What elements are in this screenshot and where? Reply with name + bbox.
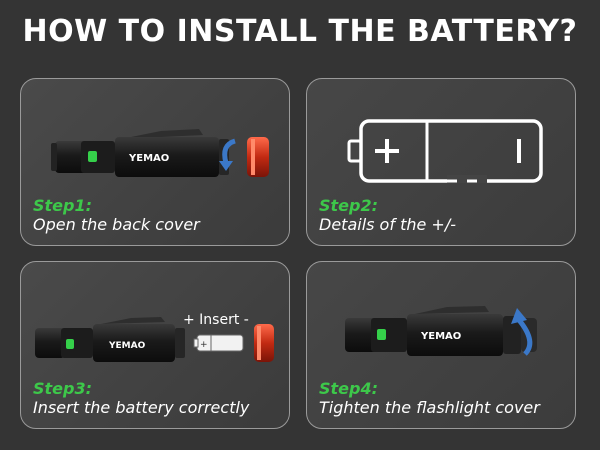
step-4-label: Step4: — [319, 379, 379, 398]
step-1-text: Open the back cover — [33, 215, 200, 234]
page-title: HOW TO INSTALL THE BATTERY? — [22, 14, 578, 49]
step-2-text: Details of the +/- — [319, 215, 456, 234]
brand-label: YEMAO — [108, 341, 146, 351]
brand-label: YEMAO — [128, 153, 169, 164]
step-4-text: Tighten the flashlight cover — [319, 398, 540, 417]
insert-annotation: + Insert - — [183, 312, 249, 328]
step-1-label: Step1: — [33, 196, 93, 215]
step-3-card: YEMAO + + Insert - Step3: Insert the bat… — [20, 261, 290, 429]
svg-text:+: + — [200, 340, 208, 350]
step-1-card: YEMAO Step1: Open the back cover — [20, 78, 290, 246]
step-2-label: Step2: — [319, 196, 379, 215]
step-3-text: Insert the battery correctly — [33, 398, 250, 417]
step-4-card: YEMAO Step4: Tighten the flashlight cove… — [306, 261, 576, 429]
step-2-card: Step2: Details of the +/- — [306, 78, 576, 246]
flashlight-battery-image: YEMAO + — [35, 317, 274, 362]
battery-diagram-image — [347, 119, 543, 183]
brand-label: YEMAO — [420, 331, 461, 342]
step-3-label: Step3: — [33, 379, 93, 398]
flashlight-open-image: YEMAO — [51, 129, 269, 177]
flashlight-tighten-image: YEMAO — [345, 306, 537, 356]
